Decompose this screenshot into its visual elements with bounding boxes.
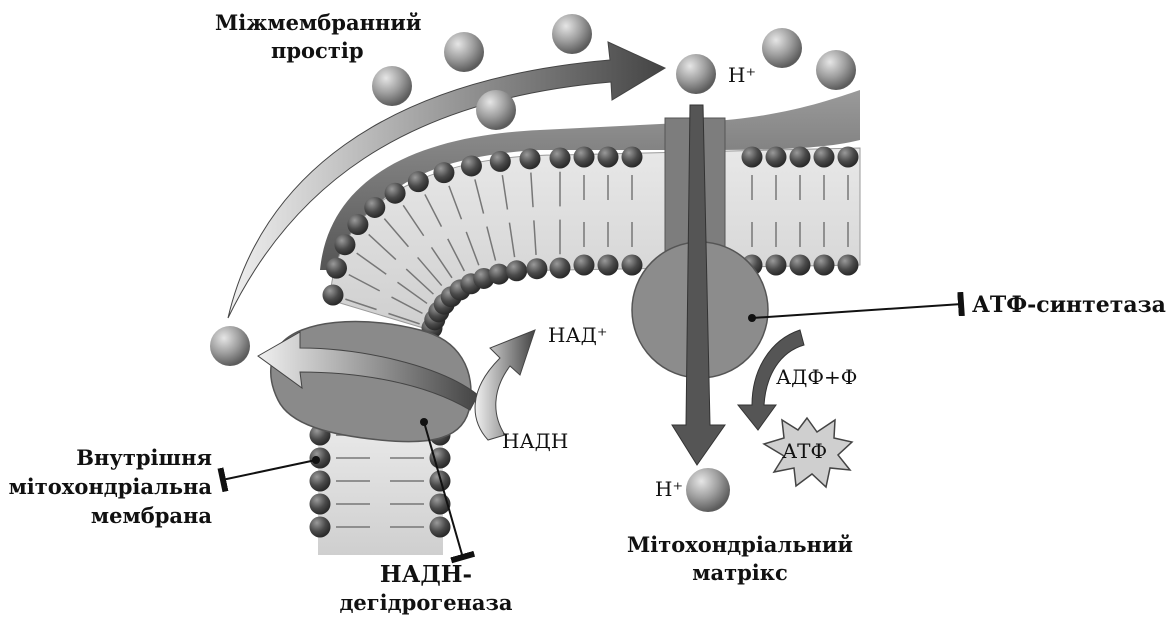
phospholipid-head	[334, 234, 355, 255]
phospholipid-head	[814, 147, 835, 168]
h-plus-top-label: Н⁺	[728, 63, 756, 87]
phospholipid-head	[364, 197, 385, 218]
nadh-dehydrogenase-leader-dot	[420, 418, 428, 426]
phospholipid-head	[550, 148, 571, 169]
proton-5	[676, 54, 716, 94]
phospholipid-head	[347, 214, 368, 235]
intermembrane-space-label-2: простір	[271, 38, 364, 63]
proton-3	[476, 90, 516, 130]
phospholipid-head	[742, 147, 763, 168]
phospholipid-head	[766, 147, 787, 168]
phospholipid-head	[310, 517, 331, 538]
nadh-label: НАДН	[502, 429, 568, 453]
phospholipid-head	[326, 258, 347, 279]
nadh-to-nad-arrow	[475, 330, 535, 440]
phospholipid-head	[574, 255, 595, 276]
nad-plus-label: НАД⁺	[548, 323, 607, 347]
phospholipid-head	[790, 255, 811, 276]
nadh-dehydrogenase-label-1: НАДН-	[380, 561, 472, 588]
phospholipid-head	[506, 260, 527, 281]
proton-matrix	[686, 468, 730, 512]
matrix-label-2: матрікс	[692, 560, 787, 585]
phospholipid-head	[310, 494, 331, 515]
phospholipid-head	[433, 162, 454, 183]
phospholipid-head	[838, 147, 859, 168]
inner-membrane-leader	[222, 460, 316, 480]
phospholipid-head	[430, 517, 451, 538]
phospholipid-head	[790, 147, 811, 168]
phospholipid-head	[598, 147, 619, 168]
phospholipid-head	[766, 255, 787, 276]
proton-7	[816, 50, 856, 90]
intermembrane-space-label-1: Міжмембранний	[215, 10, 421, 35]
phospholipid-head	[814, 255, 835, 276]
phospholipid-head	[408, 171, 429, 192]
atp-synthase-leader-dot	[748, 314, 756, 322]
phospholipid-head	[488, 264, 509, 285]
matrix-label-1: Мітохондріальний	[627, 532, 853, 557]
proton-4	[552, 14, 592, 54]
h-plus-bottom-label: Н⁺	[655, 477, 683, 501]
nadh-dehydrogenase-label-2: дегідрогеназа	[339, 590, 512, 615]
phospholipid-head	[550, 258, 571, 279]
atp-synthase-leader	[752, 304, 962, 318]
phospholipid-head	[490, 151, 511, 172]
inner-membrane-vertical	[318, 430, 443, 555]
proton-6	[762, 28, 802, 68]
inner-membrane-label-3: мембрана	[91, 503, 213, 528]
atp-synthase-label: АТФ-синтетаза	[972, 292, 1166, 318]
phospholipid-head	[519, 148, 540, 169]
phospholipid-head	[622, 255, 643, 276]
inner-membrane-label-1: Внутрішня	[76, 445, 212, 470]
phospholipid-head	[310, 471, 331, 492]
adp-p-label: АДФ+Ф	[776, 365, 857, 389]
inner-membrane-label-2: мітохондріальна	[9, 474, 213, 499]
inner-membrane-leader-dot	[312, 456, 320, 464]
phospholipid-head	[323, 285, 344, 306]
phospholipid-head	[385, 183, 406, 204]
proton-1	[372, 66, 412, 106]
proton-8	[210, 326, 250, 366]
phospholipid-head	[461, 155, 482, 176]
atp-label: АТФ	[782, 439, 827, 463]
proton-2	[444, 32, 484, 72]
phospholipid-head	[526, 258, 547, 279]
phospholipid-head	[622, 147, 643, 168]
phospholipid-head	[598, 255, 619, 276]
phospholipid-head	[838, 255, 859, 276]
phospholipid-head	[574, 147, 595, 168]
